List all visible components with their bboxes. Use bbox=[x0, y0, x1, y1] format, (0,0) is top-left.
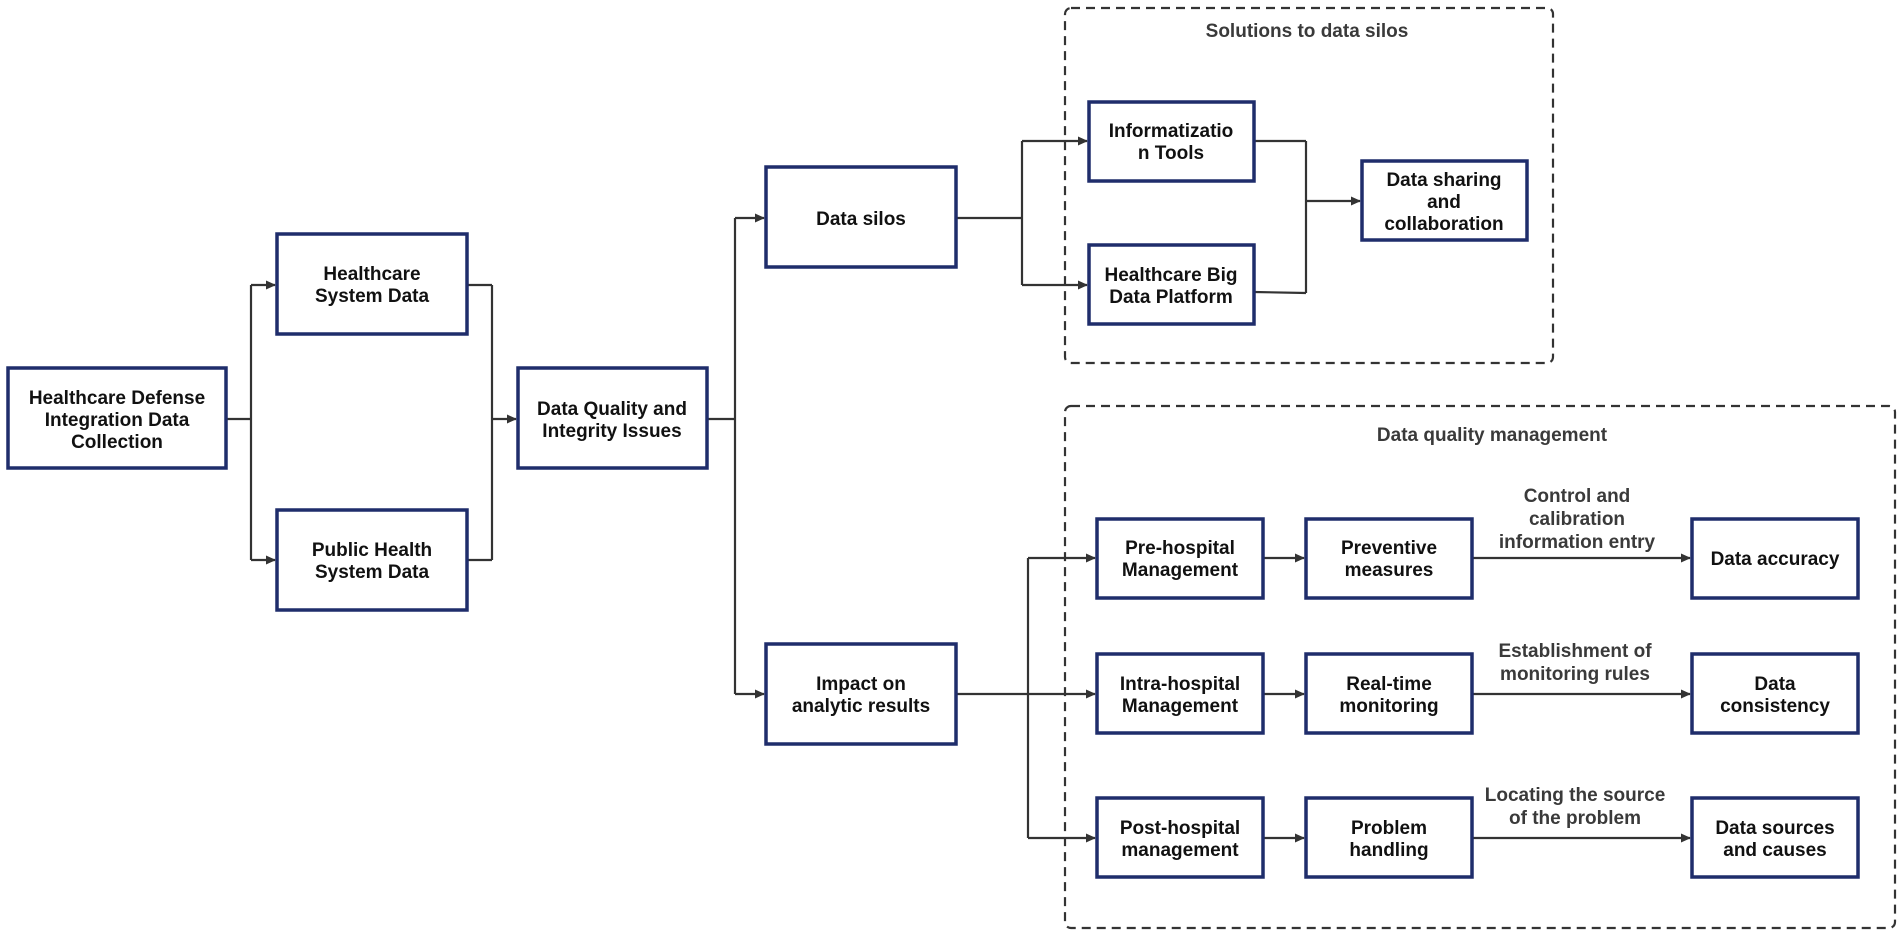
node-label-line: consistency bbox=[1720, 696, 1830, 717]
edge-label-line: of the problem bbox=[1509, 808, 1641, 829]
node-label-line: Data accuracy bbox=[1711, 549, 1840, 570]
node-label-line: Data Platform bbox=[1109, 287, 1233, 308]
node-label-line: Data bbox=[1754, 674, 1796, 695]
group-silos-solutions: Solutions to data silos bbox=[1063, 6, 1555, 365]
node-label-line: and causes bbox=[1723, 840, 1827, 861]
node-label-line: handling bbox=[1349, 840, 1428, 861]
node-label-line: Public Health bbox=[312, 540, 432, 561]
edge-label-locating: Locating the source of the problem bbox=[1485, 785, 1666, 829]
node-label-line: Integration Data bbox=[45, 410, 190, 431]
edge-label-line: Establishment of bbox=[1498, 641, 1652, 662]
node-label-line: Preventive bbox=[1341, 538, 1437, 559]
node-label-line: analytic results bbox=[792, 696, 930, 717]
node-label-line: monitoring bbox=[1339, 696, 1438, 717]
node-label-line: Intra-hospital bbox=[1120, 674, 1240, 695]
node-label: Data accuracy bbox=[1711, 549, 1840, 570]
connector-big-data-out bbox=[1253, 290, 1307, 295]
edge-label-line: monitoring rules bbox=[1500, 664, 1650, 685]
node-label-line: Pre-hospital bbox=[1125, 538, 1235, 559]
node-label-line: Impact on bbox=[816, 674, 906, 695]
node-label-line: Healthcare Big bbox=[1104, 265, 1237, 286]
node-label-line: System Data bbox=[315, 562, 429, 583]
node-label-line: Real-time bbox=[1346, 674, 1432, 695]
node-label-line: Data sources bbox=[1715, 818, 1834, 839]
node-label-line: System Data bbox=[315, 286, 429, 307]
node-label-line: Data Quality and bbox=[537, 399, 687, 420]
connectors bbox=[226, 136, 1691, 843]
edge-label-monitoring-rules: Establishment of monitoring rules bbox=[1498, 641, 1652, 685]
node-label-line: Healthcare bbox=[323, 264, 420, 285]
node-label-line: n Tools bbox=[1138, 143, 1204, 164]
edge-label-line: information entry bbox=[1499, 532, 1656, 553]
group-title-silos-solutions: Solutions to data silos bbox=[1206, 21, 1409, 42]
edge-label-line: Locating the source bbox=[1485, 785, 1666, 806]
node-label-line: Post-hospital bbox=[1120, 818, 1240, 839]
node-label-line: Management bbox=[1122, 560, 1239, 581]
node-label-line: measures bbox=[1345, 560, 1434, 581]
node-label-line: Integrity Issues bbox=[542, 421, 681, 442]
node-label-line: collaboration bbox=[1384, 214, 1503, 235]
node-label-line: management bbox=[1121, 840, 1239, 861]
node-label-line: Data silos bbox=[816, 209, 906, 230]
node-label-line: Data sharing bbox=[1386, 170, 1501, 191]
node-label-line: and bbox=[1427, 192, 1461, 213]
edge-label-control: Control and calibration information entr… bbox=[1499, 486, 1656, 553]
node-label-line: Informatizatio bbox=[1109, 121, 1234, 142]
node-data-accuracy: Data accuracy bbox=[1690, 517, 1860, 600]
edge-label-line: Control and bbox=[1524, 486, 1631, 507]
node-data-silos: Data silos bbox=[764, 165, 958, 269]
node-label-line: Problem bbox=[1351, 818, 1427, 839]
node-label-line: Management bbox=[1122, 696, 1239, 717]
group-quality-management: Data quality management bbox=[1063, 404, 1897, 930]
group-title-quality-management: Data quality management bbox=[1377, 425, 1608, 446]
node-label: Data silos bbox=[816, 209, 906, 230]
node-label-line: Healthcare Defense bbox=[29, 388, 205, 409]
node-label-line: Collection bbox=[71, 432, 163, 453]
edge-label-line: calibration bbox=[1529, 509, 1625, 530]
